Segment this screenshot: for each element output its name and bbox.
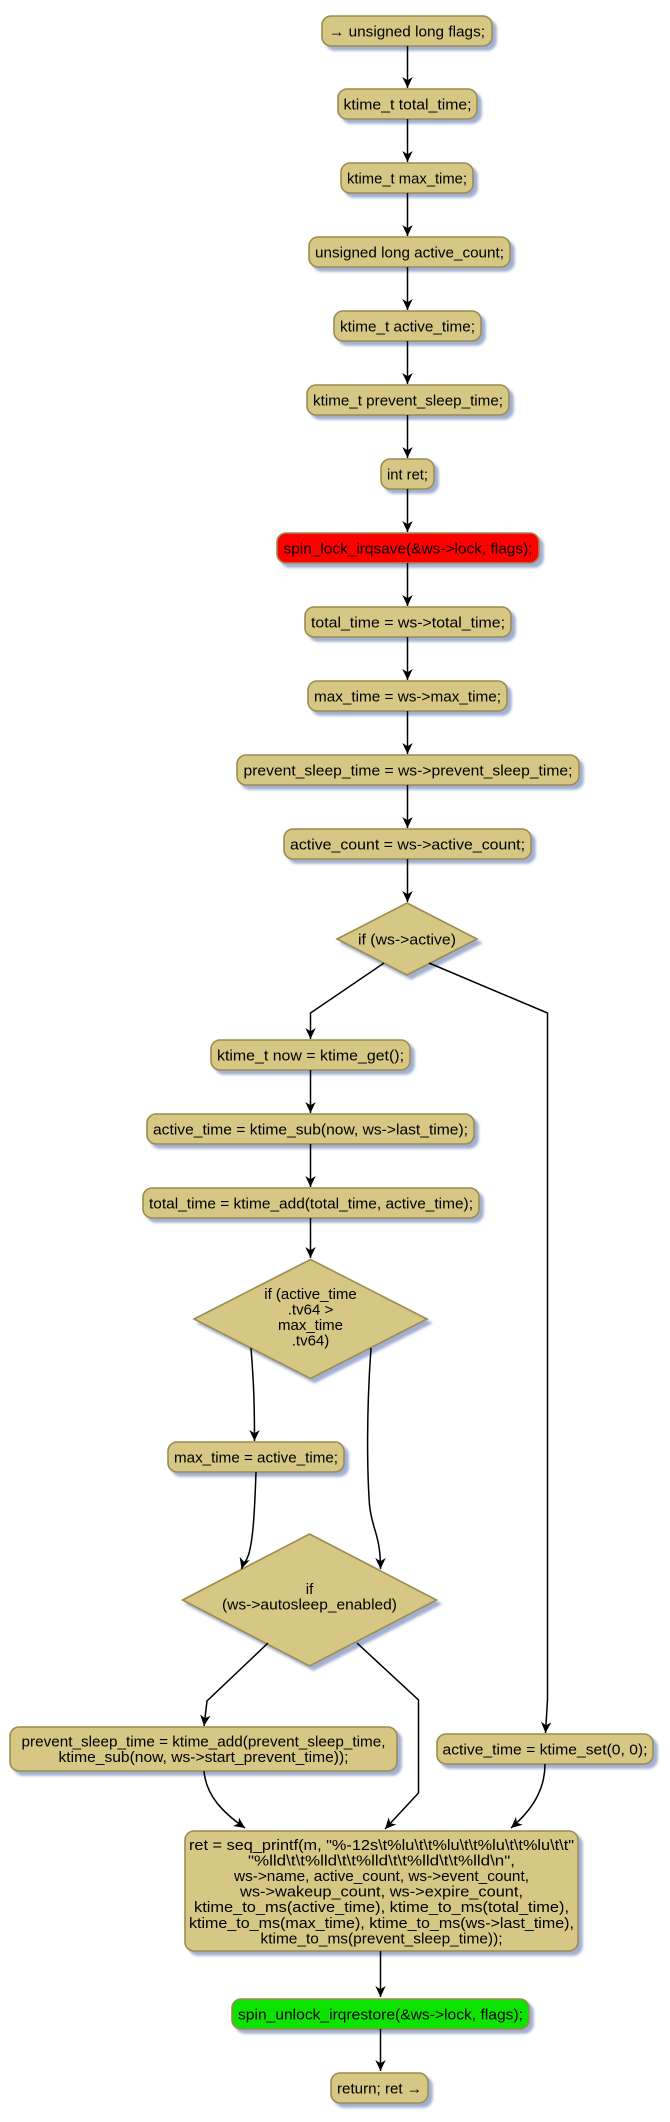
svg-text:if (active_time: if (active_time xyxy=(264,1286,357,1303)
svg-text:.tv64 >: .tv64 > xyxy=(288,1302,334,1319)
svg-text:ktime_t prevent_sleep_time;: ktime_t prevent_sleep_time; xyxy=(313,392,503,409)
svg-text:active_count = ws->active_coun: active_count = ws->active_count; xyxy=(290,836,525,853)
svg-text:prevent_sleep_time = ws->preve: prevent_sleep_time = ws->prevent_sleep_t… xyxy=(244,762,573,779)
svg-text:ktime_t active_time;: ktime_t active_time; xyxy=(340,318,475,335)
svg-text:ktime_t now = ktime_get();: ktime_t now = ktime_get(); xyxy=(217,1047,404,1064)
svg-text:unsigned long active_count;: unsigned long active_count; xyxy=(315,244,504,261)
svg-text:ktime_to_ms(prevent_sleep_time: ktime_to_ms(prevent_sleep_time)); xyxy=(261,1930,503,1947)
svg-text:ws->name, active_count, ws->ev: ws->name, active_count, ws->event_count, xyxy=(233,1868,529,1885)
svg-text:→ unsigned long flags;: → unsigned long flags; xyxy=(329,23,485,40)
svg-text:max_time = active_time;: max_time = active_time; xyxy=(174,1449,338,1466)
svg-text:total_time = ws->total_time;: total_time = ws->total_time; xyxy=(311,614,505,631)
svg-text:return; ret →: return; ret → xyxy=(337,2080,422,2097)
svg-text:int ret;: int ret; xyxy=(387,466,428,483)
svg-text:if (ws->active): if (ws->active) xyxy=(358,931,456,948)
svg-text:spin_lock_irqsave(&ws->lock, f: spin_lock_irqsave(&ws->lock, flags); xyxy=(284,540,533,557)
svg-text:active_time = ktime_sub(now, w: active_time = ktime_sub(now, ws->last_ti… xyxy=(153,1121,468,1138)
svg-text:.tv64): .tv64) xyxy=(292,1333,330,1350)
svg-text:ktime_t total_time;: ktime_t total_time; xyxy=(344,96,472,113)
svg-text:ktime_to_ms(active_time), ktim: ktime_to_ms(active_time), ktime_to_ms(to… xyxy=(194,1899,569,1916)
svg-text:max_time: max_time xyxy=(278,1317,343,1334)
svg-text:spin_unlock_irqrestore(&ws->lo: spin_unlock_irqrestore(&ws->lock, flags)… xyxy=(238,2006,523,2023)
svg-text:"%lld\t\t%lld\t\t%lld\t\t%lld\: "%lld\t\t%lld\t\t%lld\t\t%lld\t\t%lld\n"… xyxy=(248,1853,515,1870)
svg-text:max_time = ws->max_time;: max_time = ws->max_time; xyxy=(314,688,501,705)
svg-text:ktime_t max_time;: ktime_t max_time; xyxy=(347,170,467,187)
svg-text:prevent_sleep_time = ktime_add: prevent_sleep_time = ktime_add(prevent_s… xyxy=(22,1734,386,1751)
svg-text:ktime_sub(now, ws->start_preve: ktime_sub(now, ws->start_prevent_time)); xyxy=(59,1749,349,1766)
svg-text:total_time = ktime_add(total_t: total_time = ktime_add(total_time, activ… xyxy=(149,1195,473,1212)
svg-text:if: if xyxy=(306,1581,314,1598)
svg-text:ws->wakeup_count, ws->expire_c: ws->wakeup_count, ws->expire_count, xyxy=(239,1884,523,1901)
svg-text:ktime_to_ms(max_time), ktime_t: ktime_to_ms(max_time), ktime_to_ms(ws->l… xyxy=(189,1915,574,1932)
svg-text:ret = seq_printf(m, "%-12s\t%l: ret = seq_printf(m, "%-12s\t%lu\t\t%lu\t… xyxy=(189,1837,574,1854)
svg-text:active_time = ktime_set(0, 0);: active_time = ktime_set(0, 0); xyxy=(443,1741,648,1758)
svg-text:(ws->autosleep_enabled): (ws->autosleep_enabled) xyxy=(222,1597,397,1614)
